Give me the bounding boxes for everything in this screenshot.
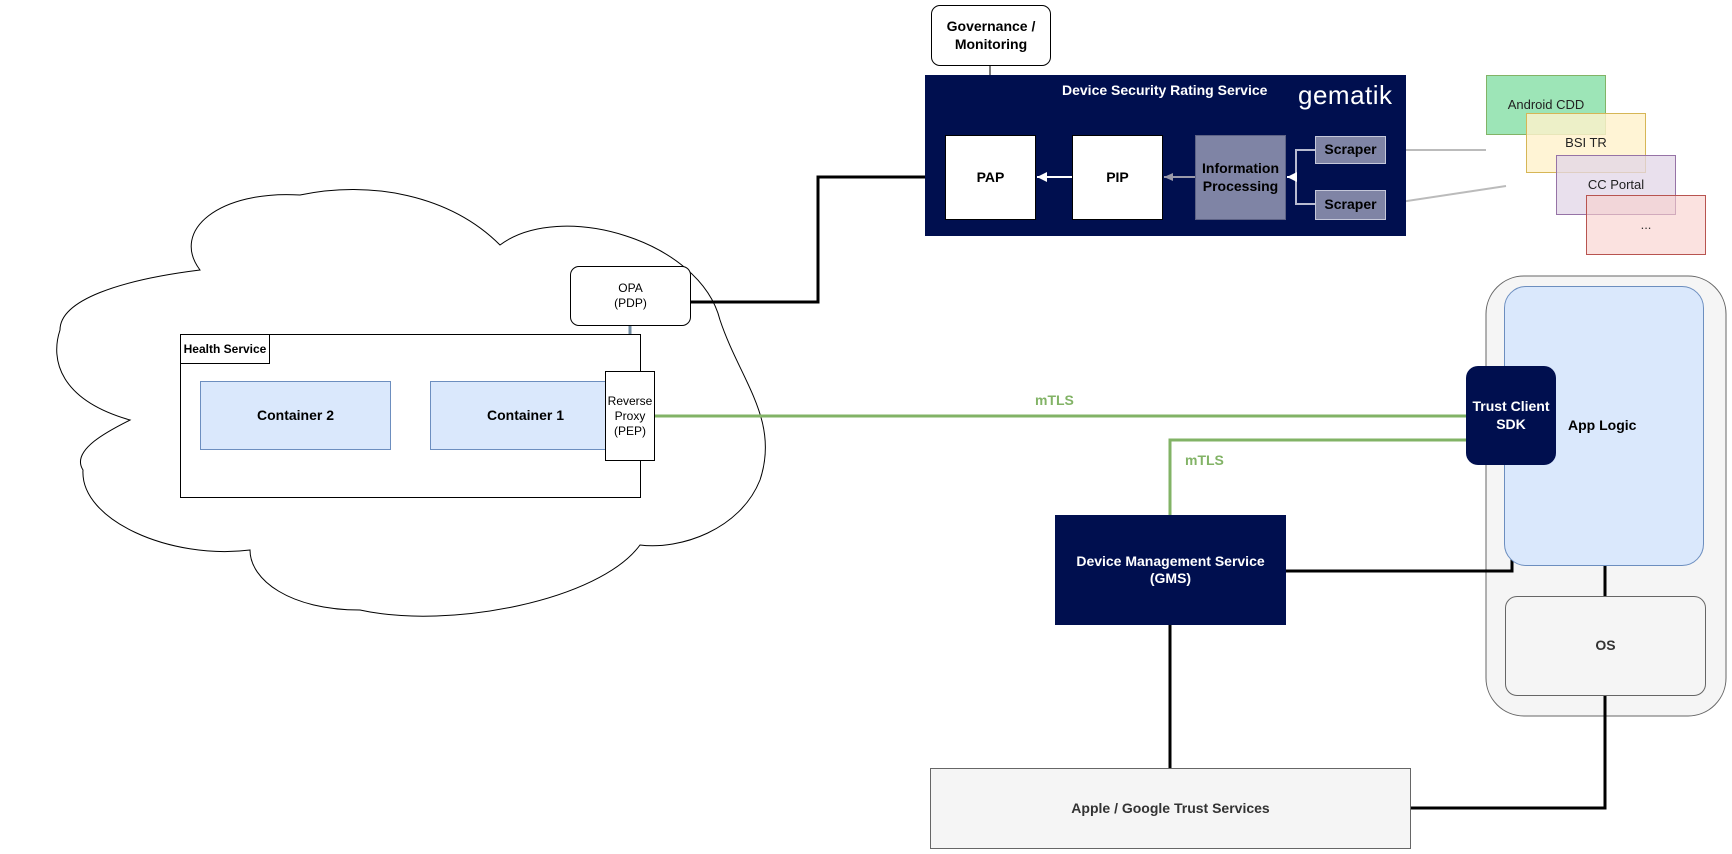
opa-pdp-box[interactable]: OPA (PDP) (570, 266, 691, 326)
governance-monitoring-box[interactable]: Governance / Monitoring (931, 5, 1051, 66)
trust-client-sdk-box[interactable]: Trust Client SDK (1466, 366, 1556, 465)
scraper-bottom-box[interactable]: Scraper (1315, 190, 1386, 220)
os-box[interactable]: OS (1505, 596, 1706, 696)
reverse-proxy-pep-box[interactable]: Reverse Proxy (PEP) (605, 371, 655, 461)
connector-os-trust (1410, 695, 1607, 810)
app-logic-label: App Logic (1568, 417, 1637, 433)
connector-pap-opa (691, 175, 944, 304)
container-1-box[interactable]: Container 1 (430, 381, 621, 450)
mtls-label-bottom: mTLS (1185, 452, 1224, 468)
gematik-logo: gematik (1298, 80, 1393, 110)
connector-gms-sdk (1285, 465, 1514, 573)
pip-box[interactable]: PIP (1072, 135, 1163, 220)
mtls-line-gms (1168, 438, 1466, 515)
arrow-source-scraper-bottom (1386, 185, 1507, 207)
information-processing-box[interactable]: Information Processing (1195, 135, 1286, 220)
dsrs-title: Device Security Rating Service (1062, 82, 1268, 98)
device-management-service-box[interactable]: Device Management Service (GMS) (1055, 515, 1286, 625)
source-more[interactable]: ... (1586, 195, 1706, 255)
health-service-label: Health Service (180, 334, 270, 364)
apple-google-trust-services-box[interactable]: Apple / Google Trust Services (930, 768, 1411, 849)
mtls-label-top: mTLS (1035, 392, 1074, 408)
pap-box[interactable]: PAP (945, 135, 1036, 220)
scraper-top-box[interactable]: Scraper (1315, 136, 1386, 164)
container-2-box[interactable]: Container 2 (200, 381, 391, 450)
